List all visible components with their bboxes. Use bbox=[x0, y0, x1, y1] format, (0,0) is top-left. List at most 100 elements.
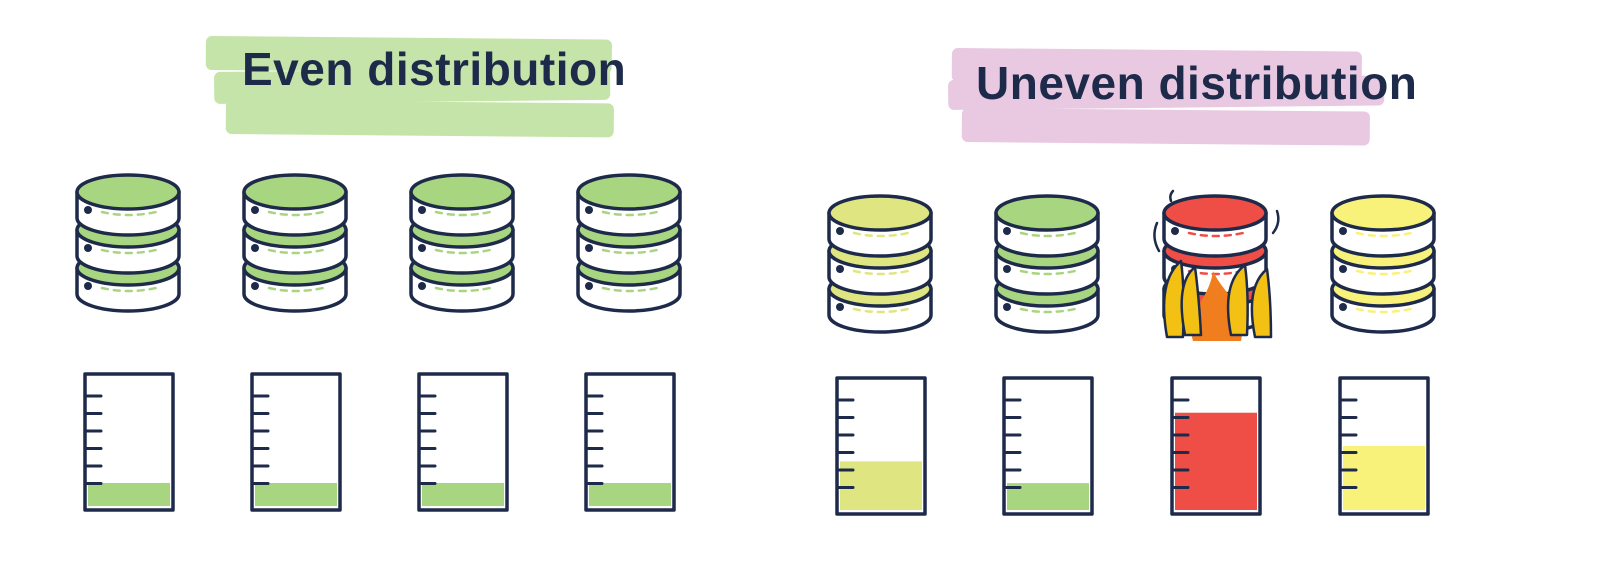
gauge-outline bbox=[1338, 376, 1430, 516]
load-gauge bbox=[1170, 376, 1262, 516]
gauge-fill bbox=[589, 482, 671, 506]
disk-top bbox=[75, 173, 181, 211]
disk-led bbox=[585, 282, 593, 290]
gauge-fill bbox=[1175, 412, 1257, 510]
disk-led bbox=[1339, 303, 1347, 311]
even-distribution-title: Even distribution bbox=[242, 43, 627, 95]
disk-dashes bbox=[1355, 307, 1413, 314]
disk-dashes bbox=[434, 286, 492, 293]
disk-dashes bbox=[1355, 231, 1413, 238]
disk-led bbox=[585, 244, 593, 252]
gauge-outline bbox=[1170, 376, 1262, 516]
disk-led bbox=[836, 265, 844, 273]
disk-led bbox=[1339, 265, 1347, 273]
disk-led bbox=[418, 282, 426, 290]
disk-led bbox=[251, 244, 259, 252]
database-icon bbox=[1153, 189, 1280, 341]
flame bbox=[1250, 267, 1273, 339]
gauge-outline bbox=[835, 376, 927, 516]
disk-top bbox=[827, 194, 933, 232]
load-gauge bbox=[417, 372, 509, 512]
disk-dashes bbox=[100, 210, 158, 217]
title-highlight-stroke bbox=[961, 108, 1370, 146]
load-gauge bbox=[83, 372, 175, 512]
disk-dashes bbox=[100, 248, 158, 255]
gauge-outline bbox=[250, 372, 342, 512]
flame bbox=[1226, 263, 1249, 337]
database-icon bbox=[409, 173, 515, 313]
title-highlight-stroke bbox=[205, 36, 612, 74]
disk-led bbox=[251, 206, 259, 214]
gauge-fill bbox=[255, 482, 337, 506]
disk-dashes bbox=[1355, 269, 1413, 276]
gauge-outline bbox=[584, 372, 676, 512]
title-highlight-stroke bbox=[225, 100, 614, 138]
disk-dashes bbox=[267, 248, 325, 255]
disk-dashes bbox=[852, 269, 910, 276]
disk-led bbox=[418, 206, 426, 214]
title-highlight-stroke bbox=[214, 67, 611, 104]
disk-dashes bbox=[601, 248, 659, 255]
disk-dashes bbox=[601, 210, 659, 217]
load-gauge bbox=[1002, 376, 1094, 516]
disk-dashes bbox=[434, 210, 492, 217]
disk-led bbox=[836, 303, 844, 311]
load-gauge bbox=[250, 372, 342, 512]
database-icon bbox=[242, 173, 348, 313]
heat-line bbox=[1169, 189, 1175, 203]
disk-led bbox=[1171, 227, 1179, 235]
disk-top bbox=[576, 173, 682, 211]
disk-top bbox=[409, 173, 515, 211]
disk-dashes bbox=[852, 231, 910, 238]
disk-led bbox=[84, 206, 92, 214]
disk-dashes bbox=[601, 286, 659, 293]
fire-icon bbox=[1153, 189, 1280, 341]
disk-led bbox=[251, 282, 259, 290]
database-icon bbox=[576, 173, 682, 313]
disk-top bbox=[994, 194, 1100, 232]
disk-dashes bbox=[100, 286, 158, 293]
disk-led bbox=[1003, 303, 1011, 311]
disk-top bbox=[1330, 194, 1436, 232]
disk-dashes bbox=[852, 307, 910, 314]
database-icon bbox=[827, 194, 933, 334]
disk-dashes bbox=[267, 210, 325, 217]
disk-dashes bbox=[1019, 269, 1077, 276]
database-icon bbox=[75, 173, 181, 313]
disk-led bbox=[836, 227, 844, 235]
disk-led bbox=[1339, 227, 1347, 235]
disk-dashes bbox=[1019, 231, 1077, 238]
disk-led bbox=[84, 282, 92, 290]
flame bbox=[1180, 265, 1203, 337]
disk-led bbox=[84, 244, 92, 252]
gauge-outline bbox=[83, 372, 175, 512]
gauge-outline bbox=[1002, 376, 1094, 516]
database-nodes bbox=[75, 173, 1436, 341]
disk-dashes bbox=[1019, 307, 1077, 314]
disk-led bbox=[418, 244, 426, 252]
heat-line bbox=[1153, 221, 1161, 253]
load-gauge bbox=[584, 372, 676, 512]
uneven-distribution-title: Uneven distribution bbox=[976, 57, 1418, 109]
gauge-outline bbox=[417, 372, 509, 512]
disk-top bbox=[242, 173, 348, 211]
load-gauge bbox=[1338, 376, 1430, 516]
database-icon bbox=[994, 194, 1100, 334]
gauge-fill bbox=[1343, 446, 1425, 510]
database-icon bbox=[1330, 194, 1436, 334]
disk-dashes bbox=[434, 248, 492, 255]
title-highlights bbox=[205, 36, 1385, 146]
gauge-fill bbox=[88, 482, 170, 506]
disk-dashes bbox=[1187, 231, 1245, 238]
disk-dashes bbox=[267, 286, 325, 293]
load-gauge bbox=[835, 376, 927, 516]
disk-led bbox=[585, 206, 593, 214]
title-highlight-stroke bbox=[951, 48, 1362, 86]
heat-line bbox=[1271, 209, 1280, 235]
load-gauges bbox=[83, 372, 1430, 516]
gauge-fill bbox=[422, 482, 504, 506]
disk-led bbox=[1003, 227, 1011, 235]
disk-top bbox=[1162, 194, 1268, 232]
title-highlight-stroke bbox=[948, 75, 1385, 110]
